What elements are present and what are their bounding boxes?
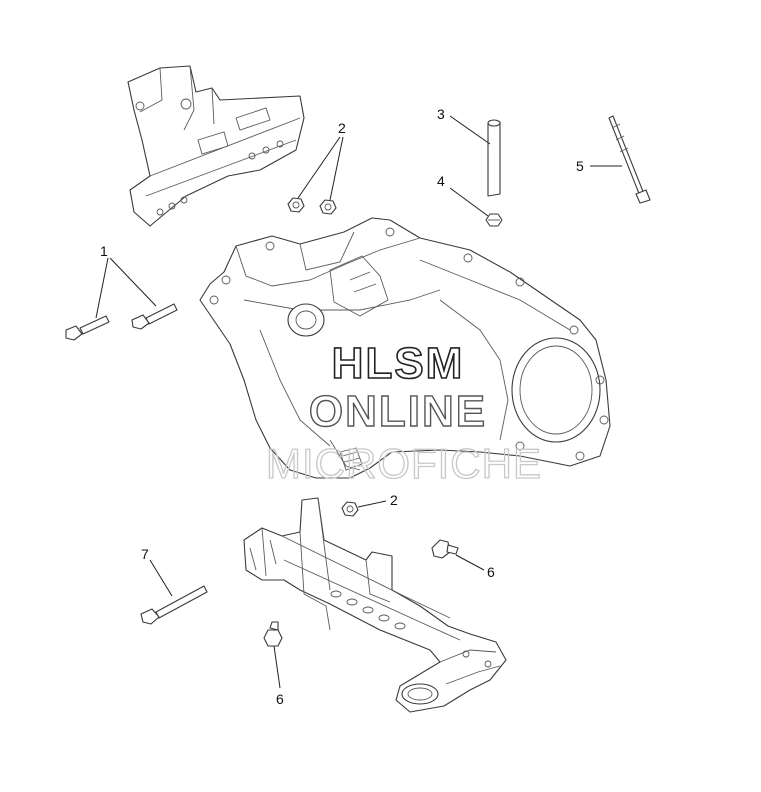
nut-2a bbox=[287, 197, 305, 213]
leader-4 bbox=[449, 187, 489, 217]
callout-2-top: 2 bbox=[338, 120, 346, 136]
bolt-6-right bbox=[431, 539, 459, 559]
nut-pair-2 bbox=[287, 197, 337, 215]
bolt-1b bbox=[131, 303, 178, 330]
watermark-hlsm: HLSM bbox=[332, 339, 465, 388]
bolt-pair-1 bbox=[65, 303, 178, 341]
callout-1: 1 bbox=[100, 243, 108, 259]
watermark-online: ONLINE bbox=[309, 387, 487, 436]
callout-labels: 1 2 3 4 5 2 6 7 6 bbox=[100, 106, 584, 707]
leader-6-right bbox=[455, 554, 485, 571]
leader-2c bbox=[357, 500, 387, 508]
callout-4: 4 bbox=[437, 173, 445, 189]
callout-6-right: 6 bbox=[487, 564, 495, 580]
callout-5: 5 bbox=[576, 158, 584, 174]
leader-7 bbox=[149, 559, 173, 597]
watermark-microfiche: MICROFICHE bbox=[266, 440, 542, 487]
nut-2b bbox=[319, 199, 337, 215]
watermark: HLSM ONLINE MICROFICHE bbox=[265, 338, 542, 487]
callout-6-bottom: 6 bbox=[276, 691, 284, 707]
leader-1a bbox=[95, 257, 109, 319]
leader-6-bottom bbox=[273, 645, 281, 689]
bolt-6-bottom bbox=[263, 621, 283, 647]
long-bolt-5 bbox=[608, 115, 651, 204]
bolt-1a bbox=[65, 315, 110, 341]
transfer-case-housing bbox=[199, 217, 611, 479]
leader-3 bbox=[449, 115, 491, 145]
nut-2c bbox=[341, 501, 359, 517]
nut-4 bbox=[485, 213, 503, 227]
callout-2-mid: 2 bbox=[390, 492, 398, 508]
lower-crossmember bbox=[243, 497, 507, 713]
leader-1b bbox=[109, 257, 157, 307]
leader-lines bbox=[95, 115, 622, 689]
upper-mount-bracket bbox=[127, 65, 305, 227]
bolt-7 bbox=[140, 585, 208, 625]
leader-2a bbox=[297, 136, 341, 199]
callout-3: 3 bbox=[437, 106, 445, 122]
callout-7: 7 bbox=[141, 546, 149, 562]
spacer-tube-3 bbox=[487, 119, 501, 197]
leader-2b bbox=[329, 136, 344, 201]
